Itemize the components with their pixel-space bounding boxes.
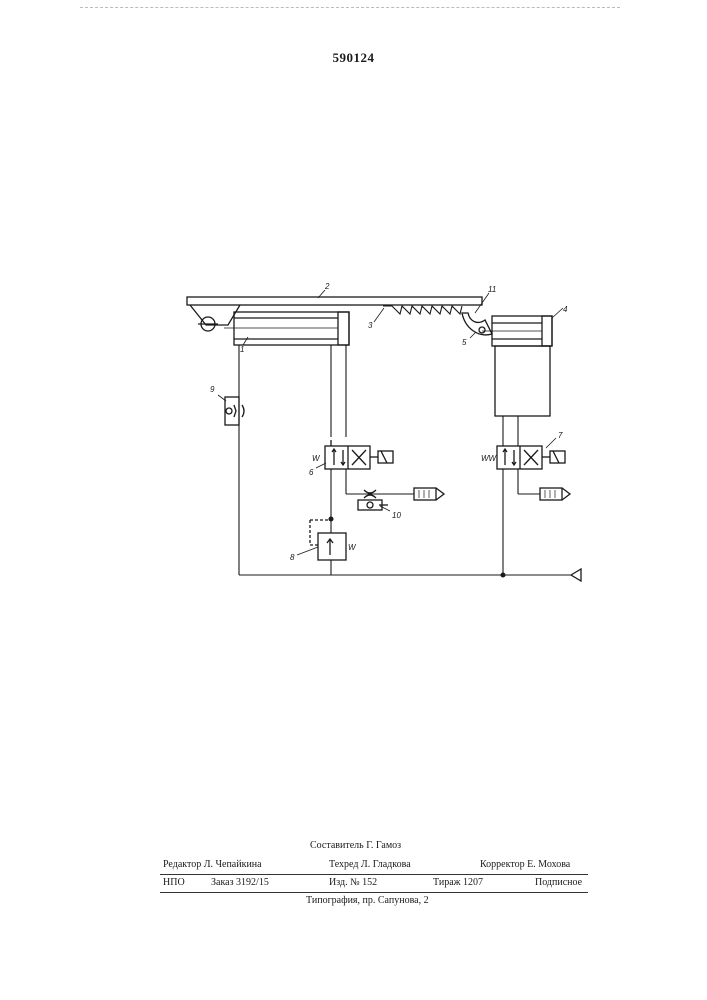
- pivot-support: [190, 305, 240, 331]
- order: Заказ 3192/15: [211, 877, 269, 888]
- label-7: 7: [558, 431, 563, 440]
- check-valve-9: [225, 397, 244, 425]
- edition: Изд. № 152: [329, 877, 377, 888]
- valve-6: [325, 440, 393, 469]
- label-1: 1: [240, 345, 244, 354]
- pipelines: [239, 345, 571, 577]
- pressure-valve-8: [310, 520, 346, 560]
- label-5: 5: [462, 338, 467, 347]
- label-3: 3: [368, 321, 373, 330]
- proofreader: Корректор Е. Мохова: [480, 859, 570, 870]
- label-9: 9: [210, 385, 215, 394]
- platform-plate: [187, 297, 482, 305]
- cylinder-4: [482, 316, 552, 416]
- print-run: Тираж 1207: [433, 877, 483, 888]
- label-6: 6: [309, 468, 314, 477]
- composer: Составитель Г. Гамоз: [310, 840, 401, 851]
- spring-label-7: WW: [481, 454, 498, 463]
- label-4: 4: [563, 305, 568, 314]
- printing-house: Типография, пр. Сапунова, 2: [306, 895, 429, 906]
- ratchet-rack: [383, 306, 462, 314]
- colophon-rule-top: [160, 874, 588, 875]
- label-10: 10: [392, 511, 401, 520]
- label-11: 11: [488, 285, 496, 294]
- leader-lines: [218, 290, 563, 555]
- editor: Редактор Л. Чепайкина: [163, 859, 262, 870]
- cylinder-1: [224, 312, 349, 345]
- label-2: 2: [324, 282, 330, 291]
- tech-editor: Техред Л. Гладкова: [329, 859, 411, 870]
- valve-7: [497, 446, 565, 469]
- spring-label-6: W: [312, 454, 321, 463]
- colophon-rule-bottom: [160, 892, 588, 893]
- exhaust-muffler-right: [540, 488, 570, 500]
- subscription: Подписное: [535, 877, 582, 888]
- spring-label-8: W: [348, 543, 357, 552]
- tank-symbol: [571, 569, 581, 581]
- throttle-10: [358, 490, 388, 510]
- org: НПО: [163, 877, 185, 888]
- latch-pawl: [462, 313, 492, 335]
- exhaust-muffler-left: [414, 488, 444, 500]
- label-8: 8: [290, 553, 295, 562]
